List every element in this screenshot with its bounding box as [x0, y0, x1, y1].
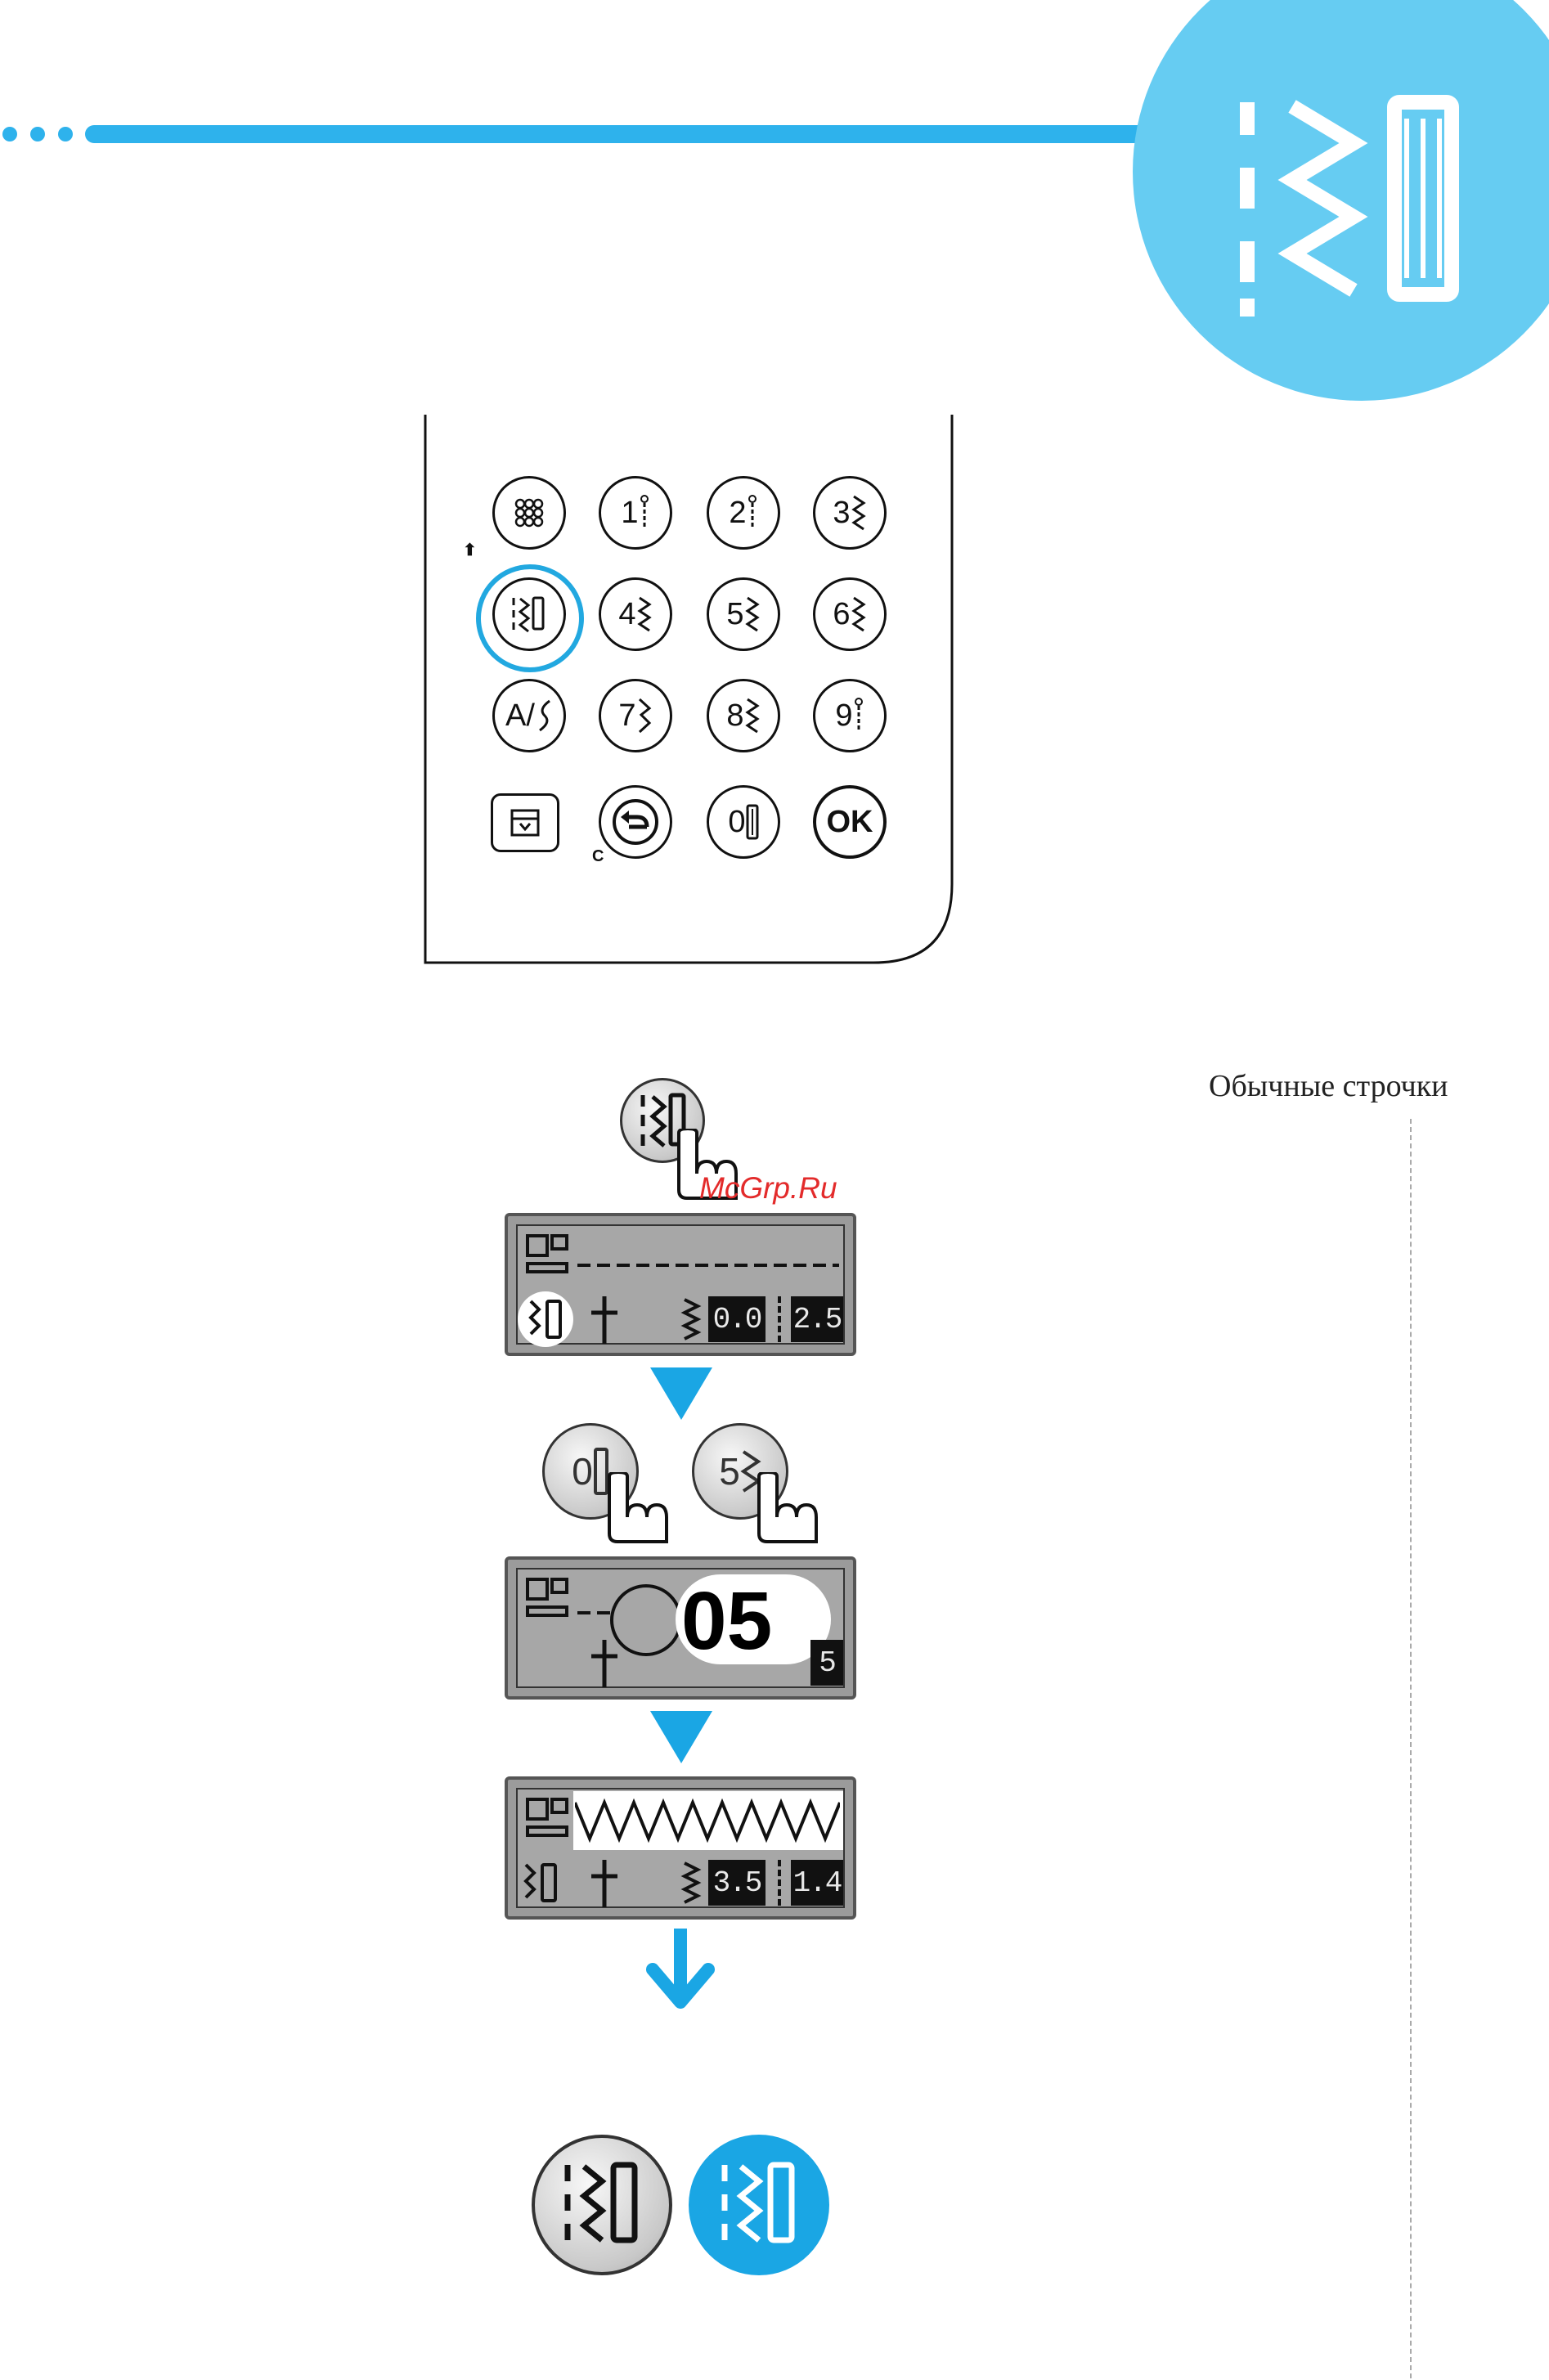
btn-5[interactable]: 5: [707, 577, 780, 651]
divider: [778, 1860, 784, 1906]
alpha-button[interactable]: A/: [492, 679, 566, 752]
button-label: 7: [618, 698, 635, 734]
script-letter-icon: [535, 698, 553, 734]
stitch-mode-icon: [561, 2160, 643, 2250]
zigzag-stitch-icon: [851, 494, 867, 532]
btn-1[interactable]: 1: [599, 476, 672, 550]
divider: [778, 1296, 784, 1342]
button-label: 9: [835, 698, 852, 734]
stitch-number: 05: [681, 1576, 772, 1666]
zigzag-stitch-icon: [744, 595, 761, 633]
button-label: 8: [726, 698, 743, 734]
lcd-screen-2: 05 5: [505, 1556, 856, 1700]
memory-icon: [509, 807, 541, 838]
zigzag-stitch-icon: [744, 697, 761, 734]
dots-button[interactable]: [492, 476, 566, 550]
button-number: 5: [719, 1449, 740, 1493]
presser-foot-icon: [523, 1231, 572, 1277]
button-label: 5: [726, 597, 743, 632]
header-bar: [85, 125, 1202, 143]
stitch-mode-icon: [510, 595, 548, 633]
down-arrow-icon: [646, 1929, 715, 2010]
presser-foot-icon: [523, 1794, 572, 1840]
stitch-mode-icon: [1231, 94, 1476, 323]
lcd-screen-3: 3.5 1.4: [505, 1776, 856, 1920]
stitch-mode-icon: [718, 2160, 800, 2250]
needle-icon: [588, 1638, 621, 1689]
button-label: 3: [833, 496, 850, 531]
length-display: 2.5: [791, 1296, 843, 1342]
finger-icon: [593, 1472, 683, 1546]
zigzag-width-icon: [680, 1860, 704, 1907]
mode-ring-icon: [610, 1584, 682, 1656]
btn-3[interactable]: 3: [813, 476, 887, 550]
header-dot: [2, 127, 17, 141]
button-label: 6: [833, 597, 850, 632]
header-decor-line: [0, 123, 1202, 146]
header-dot: [58, 127, 73, 141]
memory-button[interactable]: [491, 793, 559, 852]
header-dot: [30, 127, 45, 141]
straight-stitch-icon: [747, 495, 758, 531]
needle-icon: [588, 1295, 621, 1345]
stitch-mode-button[interactable]: [492, 577, 566, 651]
back-arrow-icon: [611, 797, 660, 846]
zigzag-stitch-icon: [851, 595, 867, 633]
width-display: 3.5: [708, 1860, 766, 1906]
down-triangle-icon: [650, 1367, 712, 1420]
btn-8[interactable]: 8: [707, 679, 780, 752]
down-triangle-icon: [650, 1711, 712, 1763]
section-title: Обычные строчки: [1209, 1068, 1448, 1104]
length-display: 1.4: [791, 1860, 843, 1906]
clear-sublabel: C: [592, 847, 604, 866]
needle-icon: [588, 1858, 621, 1909]
button-label: 0: [728, 805, 745, 840]
decorative-stitch-icon: [636, 697, 653, 734]
stitch-mode-button-active[interactable]: [689, 2135, 829, 2275]
needle-up-icon: ⬆: [463, 540, 477, 560]
stitch-dots-icon: [513, 496, 546, 529]
button-label: A/: [505, 698, 535, 734]
zigzag-stitch-preview: [575, 1798, 840, 1843]
watermark: McGrp.Ru: [699, 1171, 837, 1206]
btn-4[interactable]: 4: [599, 577, 672, 651]
straight-stitch-icon: [639, 495, 650, 531]
finger-icon: [743, 1472, 833, 1546]
button-number: 0: [572, 1449, 593, 1493]
dashed-guide-line: [1410, 1119, 1412, 2378]
stitch-mode-icon: [526, 1298, 568, 1342]
buttonhole-icon: [746, 804, 759, 840]
presser-foot-icon: [523, 1574, 572, 1620]
zigzag-width-icon: [680, 1296, 704, 1344]
dashed-stitch-line: [577, 1261, 839, 1269]
width-display: 0.0: [708, 1296, 766, 1342]
stitch-mode-icon: [521, 1861, 563, 1906]
btn-6[interactable]: 6: [813, 577, 887, 651]
ok-button[interactable]: OK: [813, 785, 887, 859]
button-label: OK: [827, 805, 873, 840]
lcd-screen-1: 0.0 2.5: [505, 1213, 856, 1356]
btn-2[interactable]: 2: [707, 476, 780, 550]
length-display-partial: 5: [810, 1640, 843, 1686]
button-label: 1: [621, 496, 638, 531]
btn-0[interactable]: 0: [707, 785, 780, 859]
zigzag-stitch-icon: [636, 595, 653, 633]
stitch-mode-button-inactive[interactable]: [532, 2135, 672, 2275]
button-label: 4: [618, 597, 635, 632]
back-button[interactable]: [599, 785, 672, 859]
button-label: 2: [729, 496, 746, 531]
straight-stitch-icon: [853, 698, 864, 734]
btn-9[interactable]: 9: [813, 679, 887, 752]
btn-7[interactable]: 7: [599, 679, 672, 752]
